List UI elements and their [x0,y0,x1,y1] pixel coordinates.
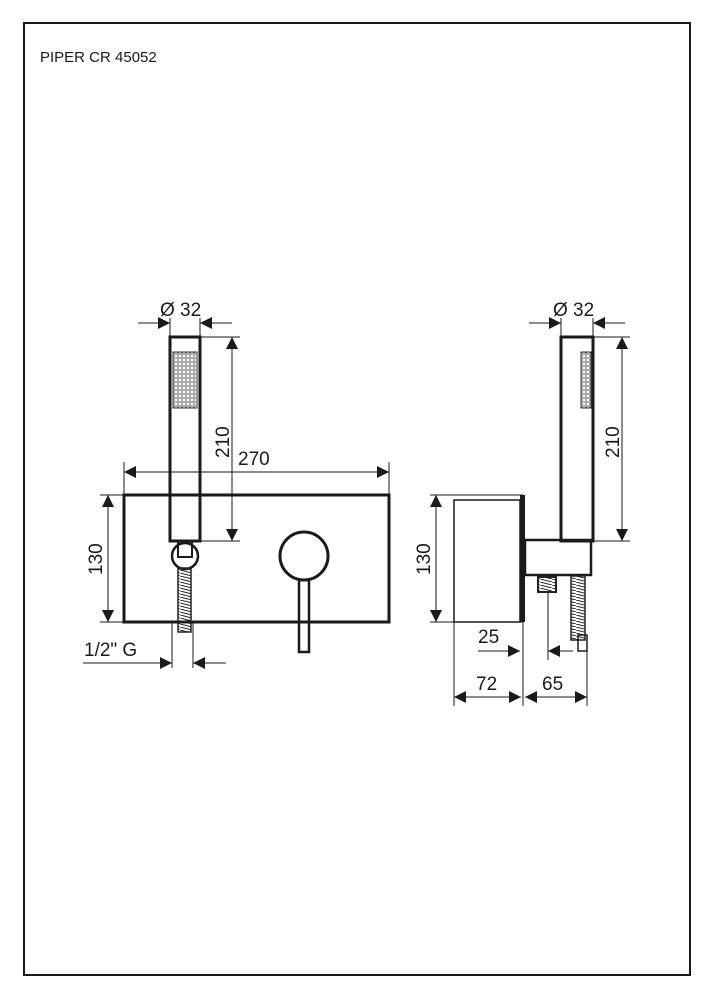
page-border [23,22,691,976]
side-hand-shower [559,335,595,543]
front-width-label: 270 [238,449,270,470]
side-diameter-label: Ø 32 [553,300,594,321]
mixer-knob [278,530,330,582]
projection-label: 65 [542,674,563,695]
front-height-label: 130 [86,543,107,575]
holder-neck [177,540,193,558]
side-view: Ø 32 210 130 25 72 65 [414,300,630,706]
product-title: PIPER CR 45052 [40,49,157,66]
side-spray-nozzles [580,351,592,409]
mixer-lever [297,578,311,654]
side-hose [570,575,586,641]
hose-end [577,634,588,652]
side-height-label: 130 [414,543,435,575]
depth-label: 72 [476,674,497,695]
wall-box [453,499,521,623]
wall-plate [122,493,391,624]
side-plate [520,495,525,622]
holder-body [523,538,593,577]
front-diameter-label: Ø 32 [160,300,201,321]
front-view: Ø 32 210 270 130 1/2" G [83,300,391,669]
offset-label: 25 [478,627,499,648]
connection-label: 1/2" G [84,640,137,661]
valve-nut [537,576,557,593]
spray-nozzles [172,351,198,409]
front-length-label: 210 [213,426,234,458]
hose [177,567,192,633]
side-length-label: 210 [603,426,624,458]
